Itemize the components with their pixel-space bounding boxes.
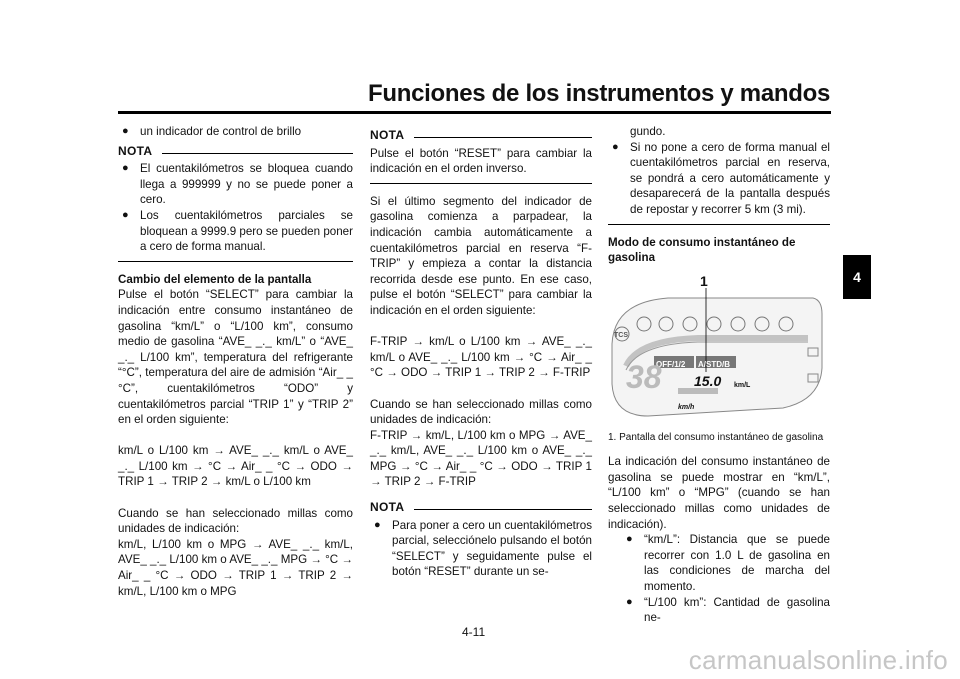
list-item: ● “L/100 km”: Cantidad de gasolina ne- [608, 595, 830, 626]
figure-caption: 1. Pantalla del consumo instantáneo de g… [608, 431, 824, 443]
lcd-fuel-value: 15.0 [694, 372, 722, 389]
speed-value: 38 [626, 358, 662, 395]
section-title: Modo de consumo instantáneo de gasolina [608, 235, 796, 265]
list-item: ● un indicador de control de brillo [118, 124, 353, 140]
nota-rule [414, 509, 592, 511]
nota-end-rule [118, 260, 353, 262]
bullet-text: un indicador de control de brillo [140, 125, 302, 138]
sequence-text: F-TRIP → km/L, L/100 km o MPG → AVE_ _._… [370, 428, 592, 489]
paragraph: Cuando se han seleccionado millas como u… [370, 397, 592, 427]
bullet-icon: ● [612, 140, 619, 153]
sequence-text: km/L o L/100 km → AVE_ _._ km/L o AVE_ _… [118, 444, 353, 489]
paragraph: Cuando se han seleccionado millas como u… [118, 506, 353, 536]
instrument-figure: 1 TCS OFF/1/2 A/STD/B [608, 270, 826, 432]
watermark: carmanualsonline.info [688, 645, 948, 675]
list-item: ● Los cuentakilómetros parciales se bloqu… [118, 208, 353, 255]
sequence-text: F-TRIP → km/L o L/100 km → AVE_ _._ km/L… [370, 335, 592, 380]
nota-heading: NOTA [370, 500, 592, 516]
bullet-text: “L/100 km”: Cantidad de gasolina ne- [644, 595, 830, 625]
nota-end-rule [608, 223, 830, 225]
bullet-text: El cuentakilómetros se bloquea cuando ll… [140, 162, 353, 207]
bullet-text: “km/L”: Distancia que se puede recorrer … [644, 533, 830, 593]
nota-label: NOTA [370, 500, 405, 515]
speed-unit: km/h [678, 403, 695, 411]
page-number: 4-11 [462, 625, 486, 639]
sequence-text: km/L, L/100 km o MPG → AVE_ _._ km/L, AV… [118, 537, 353, 598]
nota-text: Pulse el botón “RESET” para cambiar la i… [370, 146, 592, 176]
nota-rule [414, 137, 592, 139]
tcs-label: TCS [614, 331, 628, 339]
section-title: Cambio del elemento de la pantalla [118, 272, 312, 286]
bullet-text: gundo. [630, 125, 666, 138]
nota-heading: NOTA [118, 144, 353, 160]
bullet-text: Si no pone a cero de forma manual el cue… [630, 140, 830, 216]
bullet-icon: ● [122, 125, 129, 137]
paragraph: Pulse el botón “SELECT” para cambiar la … [118, 288, 353, 427]
list-item: ● Para poner a cero un cuentakilómetros p… [370, 518, 592, 580]
bullet-icon: ● [374, 518, 381, 531]
nota-label: NOTA [118, 143, 153, 158]
nota-heading: NOTA [370, 128, 592, 144]
callout-number: 1 [700, 272, 708, 289]
bullet-icon: ● [626, 533, 633, 546]
bullet-icon: ● [122, 208, 129, 221]
list-item: ● Si no pone a cero de forma manual el cu… [608, 140, 830, 218]
mode-b-label: A/STD/B [698, 359, 730, 369]
bullet-icon: ● [626, 595, 633, 608]
paragraph: Si el último segmento del indicador de g… [370, 194, 592, 317]
mode-a-label: OFF/1/2 [656, 359, 686, 369]
column-2: NOTA Pulse el botón “RESET” para cambiar… [370, 124, 592, 580]
chapter-tab: 4 [843, 255, 871, 299]
lcd-fuel-unit: km/L [734, 381, 751, 389]
list-item: ● El cuentakilómetros se bloquea cuando l… [118, 161, 353, 208]
bullet-icon: ● [122, 162, 129, 175]
nota-label: NOTA [370, 128, 405, 142]
paragraph: La indicación del consumo instantáneo de… [608, 455, 830, 531]
list-item: ● “km/L”: Distancia que se puede recorrer… [608, 532, 830, 594]
column-3: gundo. ● Si no pone a cero de forma manua… [608, 124, 830, 626]
list-item-continuation: gundo. [608, 124, 830, 140]
page-header-title: Funciones de los instrumentos y mandos [367, 80, 830, 107]
bullet-text: Para poner a cero un cuentakilómetros pa… [392, 518, 592, 579]
nota-rule [162, 152, 353, 154]
instrument-panel-illustration [611, 287, 823, 417]
header-rule [118, 111, 831, 114]
column-1: ●un indicador de control de brillo NOTA … [118, 124, 353, 599]
bullet-text: Los cuentakilómetros parciales se bloque… [140, 208, 353, 254]
nota-end-rule [370, 182, 592, 184]
